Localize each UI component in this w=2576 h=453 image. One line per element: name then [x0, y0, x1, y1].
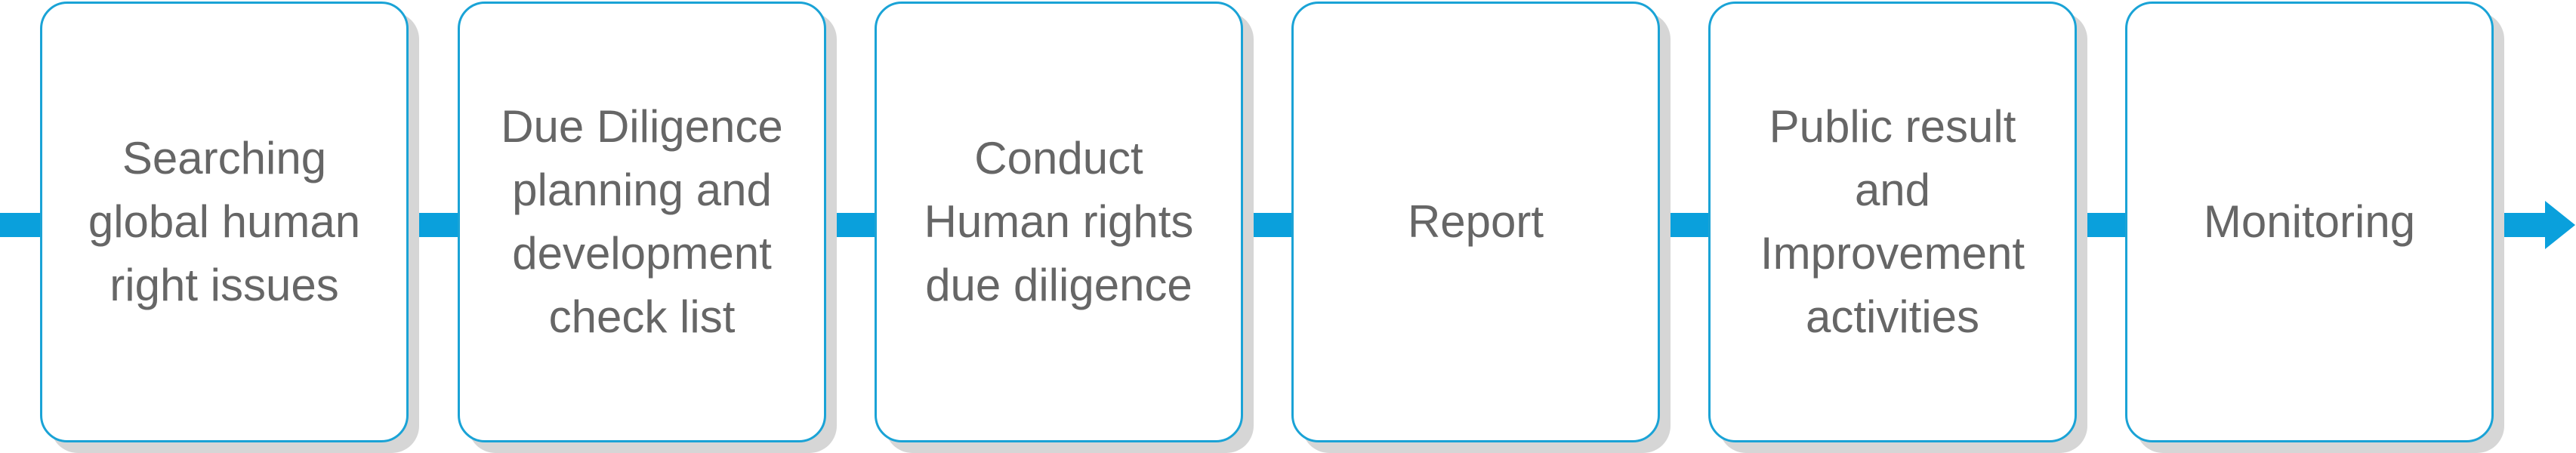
flow-connector-3-4 [1239, 213, 1295, 237]
flow-connector-5-6 [2073, 213, 2129, 237]
flow-connector-4-5 [1656, 213, 1712, 237]
step-label: Public result and Improvement activities [1760, 101, 2025, 342]
step-box-due-diligence-planning: Due Diligence planning and development c… [458, 2, 826, 442]
step-label: Conduct Human rights due diligence [924, 133, 1194, 310]
step-box-report: Report [1291, 2, 1660, 442]
step-box-monitoring: Monitoring [2125, 2, 2494, 442]
step-label: Due Diligence planning and development c… [501, 101, 783, 342]
flow-connector-end [2490, 213, 2549, 237]
step-box-searching-issues: Searching global human right issues [40, 2, 409, 442]
step-box-public-result: Public result and Improvement activities [1708, 2, 2077, 442]
flow-connector-1-2 [405, 213, 461, 237]
step-label: Report [1407, 196, 1544, 247]
flow-connector-2-3 [822, 213, 878, 237]
step-box-conduct-due-diligence: Conduct Human rights due diligence [875, 2, 1243, 442]
arrow-right-icon [2545, 201, 2575, 249]
step-label: Monitoring [2203, 196, 2416, 247]
flow-connector-start [0, 213, 44, 237]
step-label: Searching global human right issues [88, 133, 361, 310]
